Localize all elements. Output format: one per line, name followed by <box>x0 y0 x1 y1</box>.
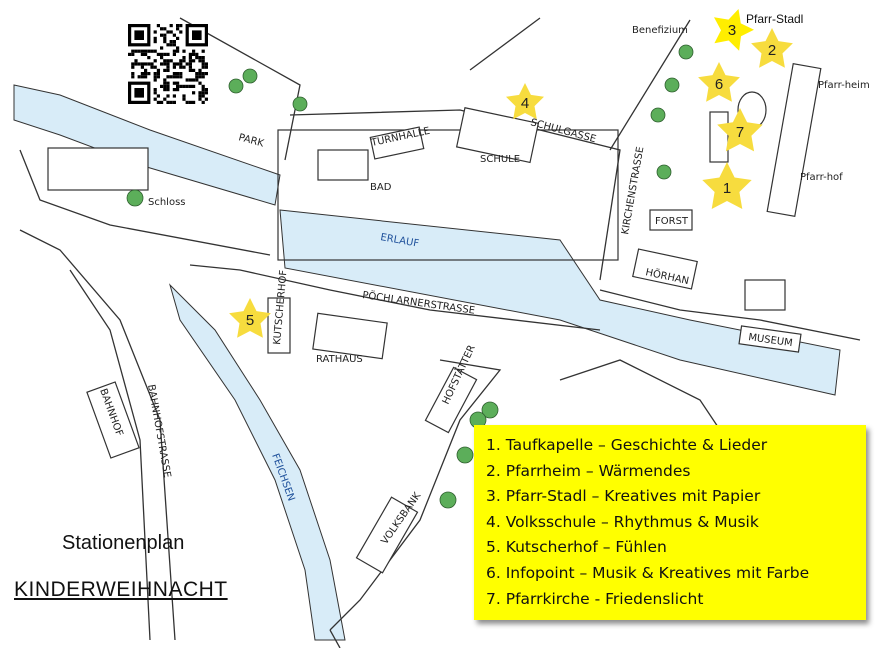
label-schule: SCHULE <box>480 154 520 165</box>
schule-building <box>455 107 540 164</box>
road <box>469 17 541 71</box>
road <box>609 19 691 151</box>
road <box>559 359 721 431</box>
forst-building <box>649 209 693 231</box>
rathaus-building <box>312 312 388 360</box>
river-erlauf <box>279 209 841 396</box>
legend-item: 4. Volksschule – Rhythmus & Musik <box>486 512 759 531</box>
turnhalle-building <box>369 126 425 160</box>
kutscherhof-building <box>267 297 291 354</box>
legend-item: 1. Taufkapelle – Geschichte & Lieder <box>486 436 768 454</box>
station-star-7 <box>717 108 763 152</box>
legend-item: 3. Pfarr-Stadl – Kreatives mit Papier <box>486 487 761 506</box>
road <box>329 629 341 648</box>
qr-code[interactable] <box>128 24 208 104</box>
road <box>19 229 176 641</box>
river-feichsen <box>168 283 346 641</box>
road <box>189 264 601 331</box>
label-bad: BAD <box>370 182 392 193</box>
station-stars: 1 2 3 4 5 6 7 <box>229 9 793 338</box>
pfarr-stadl-label: Pfarr-Stadl <box>746 12 804 26</box>
volksbank-building <box>355 496 419 574</box>
road <box>329 359 502 631</box>
station-star-3 <box>714 9 754 51</box>
station-star-number: 1 <box>723 180 731 197</box>
road <box>599 289 861 341</box>
hofstaetter-building <box>424 366 478 434</box>
label-kirchenstrasse: KIRCHENSTRASSE <box>620 146 646 236</box>
station-legend: 1. Taufkapelle – Geschichte & Lieder 2. … <box>474 425 866 620</box>
page-subtitle: KINDERWEIHNACHT <box>14 578 228 601</box>
label-schloss: Schloss <box>148 197 186 208</box>
station-star-number: 4 <box>521 95 529 112</box>
road <box>69 269 151 641</box>
river-left <box>13 84 281 206</box>
road <box>19 149 271 256</box>
station-star-1 <box>702 162 752 209</box>
station-star-number: 5 <box>246 312 254 329</box>
station-star-4 <box>506 83 544 120</box>
bad-building <box>317 149 369 181</box>
station-star-5 <box>229 298 271 338</box>
legend-item: 7. Pfarrkirche - Friedenslicht <box>486 589 704 608</box>
station-star-2 <box>751 28 793 68</box>
hoerhan-building <box>632 248 698 290</box>
legend-item: 2. Pfarrheim – Wärmendes <box>486 461 691 480</box>
label-pfarrhof: Pfarr-hof <box>800 172 843 183</box>
label-benefizium: Benefizium <box>632 25 688 36</box>
station-star-6 <box>698 62 740 102</box>
station-star-number: 6 <box>715 76 723 93</box>
schloss-building <box>47 147 149 191</box>
pfarrheim-building <box>766 63 822 217</box>
erlauf-block <box>277 129 619 261</box>
bahnhof-building <box>86 381 140 459</box>
legend-item: 5. Kutscherhof – Fühlen <box>486 538 667 557</box>
label-park: PARK <box>237 132 265 149</box>
label-schulgasse: SCHULGASSE <box>529 117 597 145</box>
label-bahnhofstrasse: BAHNHOFSTRASSE <box>145 384 172 479</box>
museum-building <box>738 325 802 353</box>
station-star-number: 2 <box>768 42 776 59</box>
page-title: Stationenplan <box>62 532 185 554</box>
label-rathaus: RATHAUS <box>316 354 363 365</box>
taufkapelle-building <box>709 111 729 163</box>
label-forst: FORST <box>655 216 689 227</box>
road <box>179 17 301 161</box>
label-pfarrheim: Pfarr-heim <box>818 80 870 91</box>
legend-item: 6. Infopoint – Musik & Kreatives mit Far… <box>486 563 810 582</box>
station-star-number: 7 <box>736 124 744 141</box>
trees <box>126 44 694 509</box>
station-star-number: 3 <box>728 22 736 39</box>
house-building <box>744 279 786 311</box>
